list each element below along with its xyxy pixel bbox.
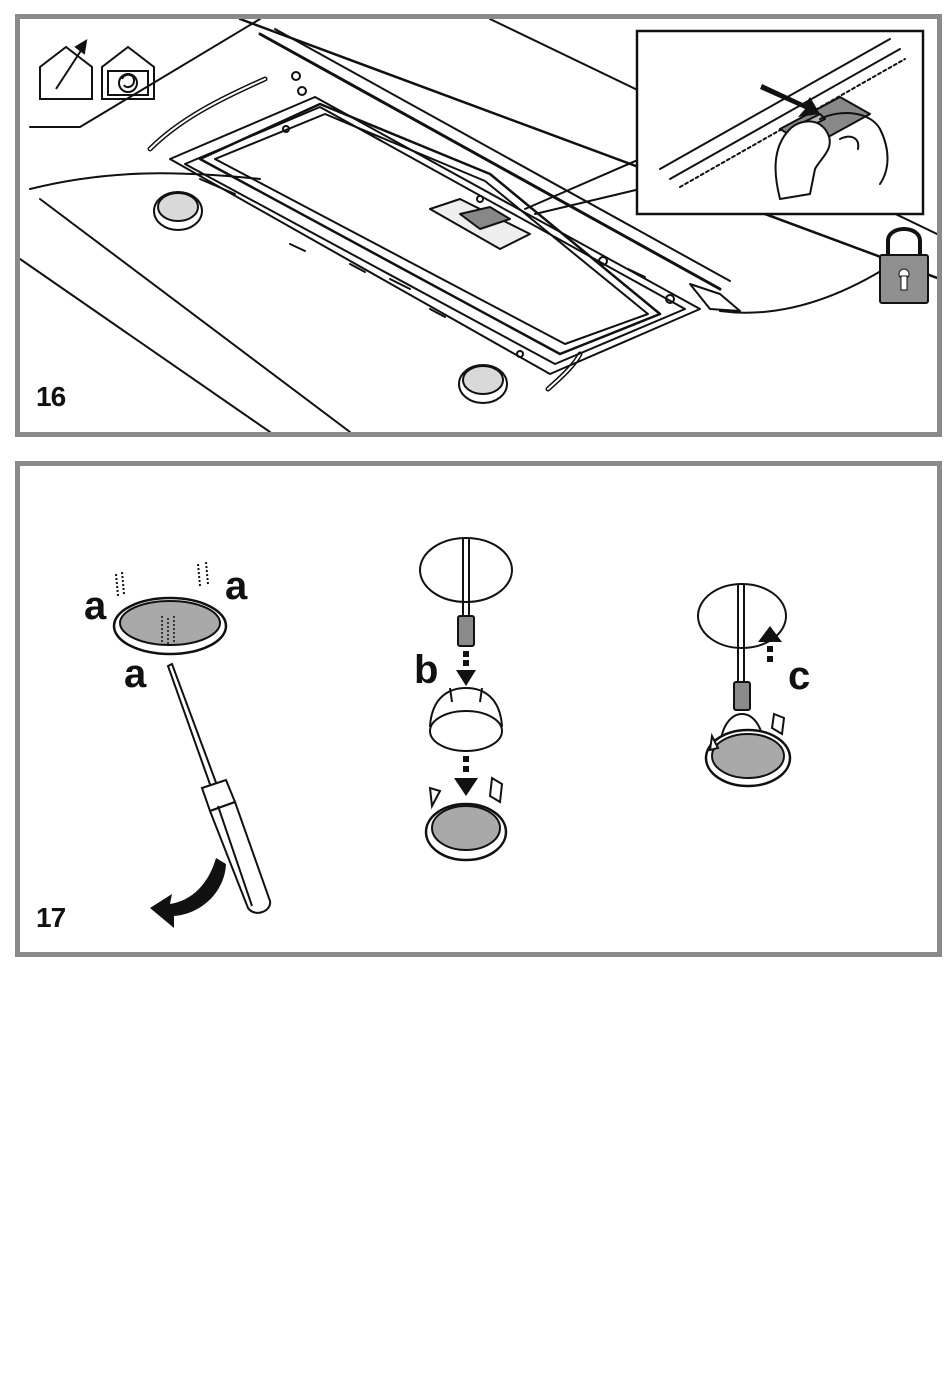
figure-16-panel: 16	[15, 14, 942, 437]
hood-filter-illustration	[20, 19, 937, 432]
figure-number: 16	[36, 381, 65, 413]
label-a-left: a	[84, 586, 106, 626]
connector-disconnect-step	[420, 538, 512, 860]
lamp-install-step	[698, 584, 790, 786]
curved-arrow-icon	[150, 858, 226, 928]
label-b: b	[414, 650, 438, 690]
lamp-removal-step	[114, 562, 270, 928]
label-a-right: a	[225, 566, 247, 606]
label-a-bottom: a	[124, 654, 146, 694]
figure-17-panel: a a a b c 17	[15, 461, 942, 957]
figure-number: 17	[36, 902, 65, 934]
label-c: c	[788, 656, 810, 696]
detail-inset	[637, 31, 923, 214]
lamp-replacement-illustration	[20, 466, 937, 952]
